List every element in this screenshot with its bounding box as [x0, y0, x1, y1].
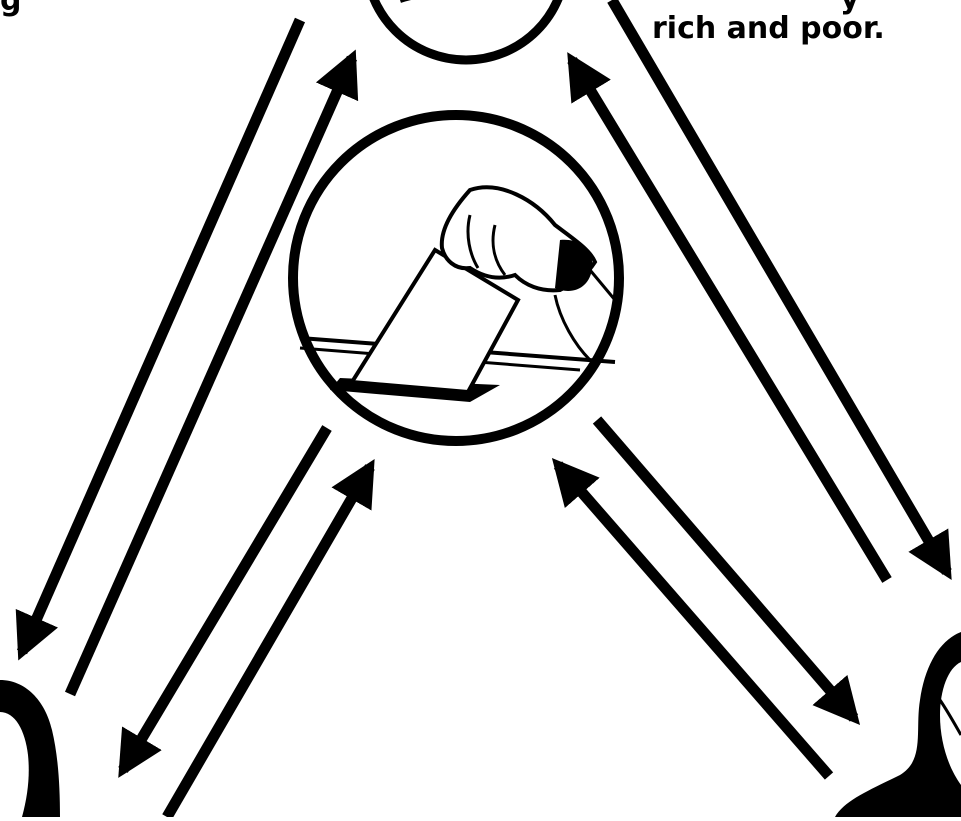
left-node [0, 680, 60, 817]
bearded-man-portrait-icon [835, 632, 961, 817]
edge-center-right [558, 420, 854, 776]
arrow-top-to-right [612, 0, 947, 572]
top-circle-icon [366, 0, 566, 60]
woman-portrait-icon [0, 680, 60, 817]
center-node [293, 115, 619, 441]
arrow-top-to-left [22, 20, 300, 652]
arrow-right-to-top [572, 60, 887, 580]
right-node [835, 632, 961, 817]
left-text-fragment: g [0, 0, 21, 16]
caption-text: rich and poor. [652, 14, 885, 44]
top-node [366, 0, 566, 60]
arrow-left-to-top [70, 58, 352, 694]
arrow-right-to-center [558, 465, 829, 776]
edge-top-right [572, 0, 947, 580]
